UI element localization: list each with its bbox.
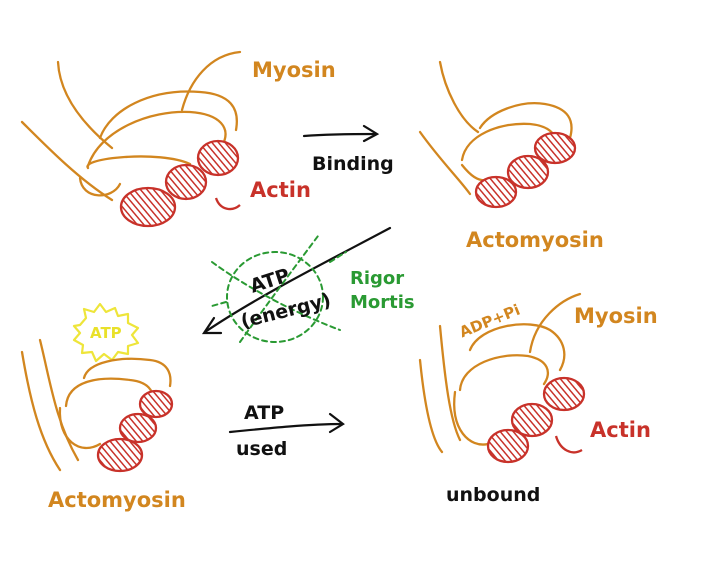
- actin-beads-bottom-right: [486, 376, 586, 464]
- actin-beads-top-right: [474, 131, 577, 209]
- binding-arrow: [302, 124, 380, 143]
- label-actomyosin-top: Actomyosin: [466, 228, 604, 252]
- rigor-arrow: [201, 226, 392, 335]
- label-myosin-top: Myosin: [252, 58, 336, 82]
- atp-used-arrow: [228, 412, 345, 434]
- label-unbound: unbound: [446, 484, 541, 506]
- myosin-head-top-left: [20, 50, 242, 202]
- label-rigor: Rigor: [350, 268, 405, 289]
- myosin-head-bottom-right: [418, 292, 582, 454]
- label-actin-top: Actin: [250, 178, 311, 202]
- rigor-crossout: [211, 235, 347, 343]
- label-atp-used-2: used: [236, 438, 288, 460]
- label-actomyosin-bottom: Actomyosin: [48, 488, 186, 512]
- actin-beads-top-left: [119, 139, 241, 228]
- actin-beads-bottom-left: [96, 389, 174, 473]
- label-myosin-bottom: Myosin: [574, 304, 658, 328]
- atp-glow-badge: [72, 302, 140, 363]
- label-atp-used-1: ATP: [244, 402, 285, 424]
- label-atp-badge: ATP: [90, 324, 122, 342]
- myosin-head-bottom-left: [20, 338, 172, 472]
- label-actin-bottom: Actin: [590, 418, 651, 442]
- label-binding: Binding: [312, 153, 394, 175]
- label-mortis: Mortis: [350, 292, 415, 313]
